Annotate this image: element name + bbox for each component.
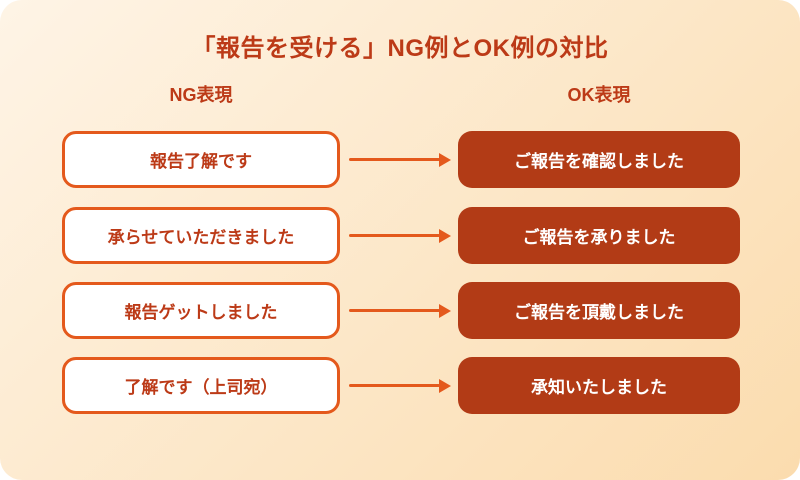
ok-phrase-label: ご報告を確認しました [514, 152, 684, 171]
ok-phrase-label: ご報告を承りました [522, 228, 676, 247]
ok-phrase-label: 承知いたしました [531, 378, 667, 397]
ng-phrase-box: 了解です（上司宛） [62, 357, 340, 414]
ok-phrase-box: ご報告を頂戴しました [458, 282, 740, 339]
ng-phrase-label: 了解です（上司宛） [124, 378, 278, 397]
ng-phrase-box: 報告ゲットしました [62, 282, 340, 339]
arrow-head [439, 378, 451, 393]
comparison-row: 承らせていただきました ご報告を承りました [0, 207, 800, 264]
arrow-line [349, 309, 440, 312]
arrow-line [349, 234, 440, 237]
arrow-right-icon [349, 207, 451, 264]
comparison-row: 了解です（上司宛） 承知いたしました [0, 357, 800, 414]
arrow-head [439, 152, 451, 167]
arrow-right-icon [349, 131, 451, 188]
ok-phrase-box: ご報告を確認しました [458, 131, 740, 188]
ng-phrase-box: 承らせていただきました [62, 207, 340, 264]
arrow-head [439, 303, 451, 318]
arrow-head [439, 228, 451, 243]
ng-phrase-label: 報告了解です [150, 152, 252, 171]
ng-phrase-label: 報告ゲットしました [124, 303, 278, 322]
ng-column-header: NG表現 [169, 85, 233, 105]
arrow-line [349, 158, 440, 161]
arrow-right-icon [349, 357, 451, 414]
ok-phrase-box: 承知いたしました [458, 357, 740, 414]
ok-phrase-box: ご報告を承りました [458, 207, 740, 264]
comparison-row: 報告ゲットしました ご報告を頂戴しました [0, 282, 800, 339]
arrow-line [349, 384, 440, 387]
ok-phrase-label: ご報告を頂戴しました [514, 303, 684, 322]
arrow-right-icon [349, 282, 451, 339]
page-title: 「報告を受ける」NG例とOK例の対比 [191, 35, 609, 62]
ng-phrase-box: 報告了解です [62, 131, 340, 188]
comparison-row: 報告了解です ご報告を確認しました [0, 131, 800, 188]
ng-phrase-label: 承らせていただきました [107, 228, 295, 247]
ok-column-header: OK表現 [567, 85, 631, 105]
